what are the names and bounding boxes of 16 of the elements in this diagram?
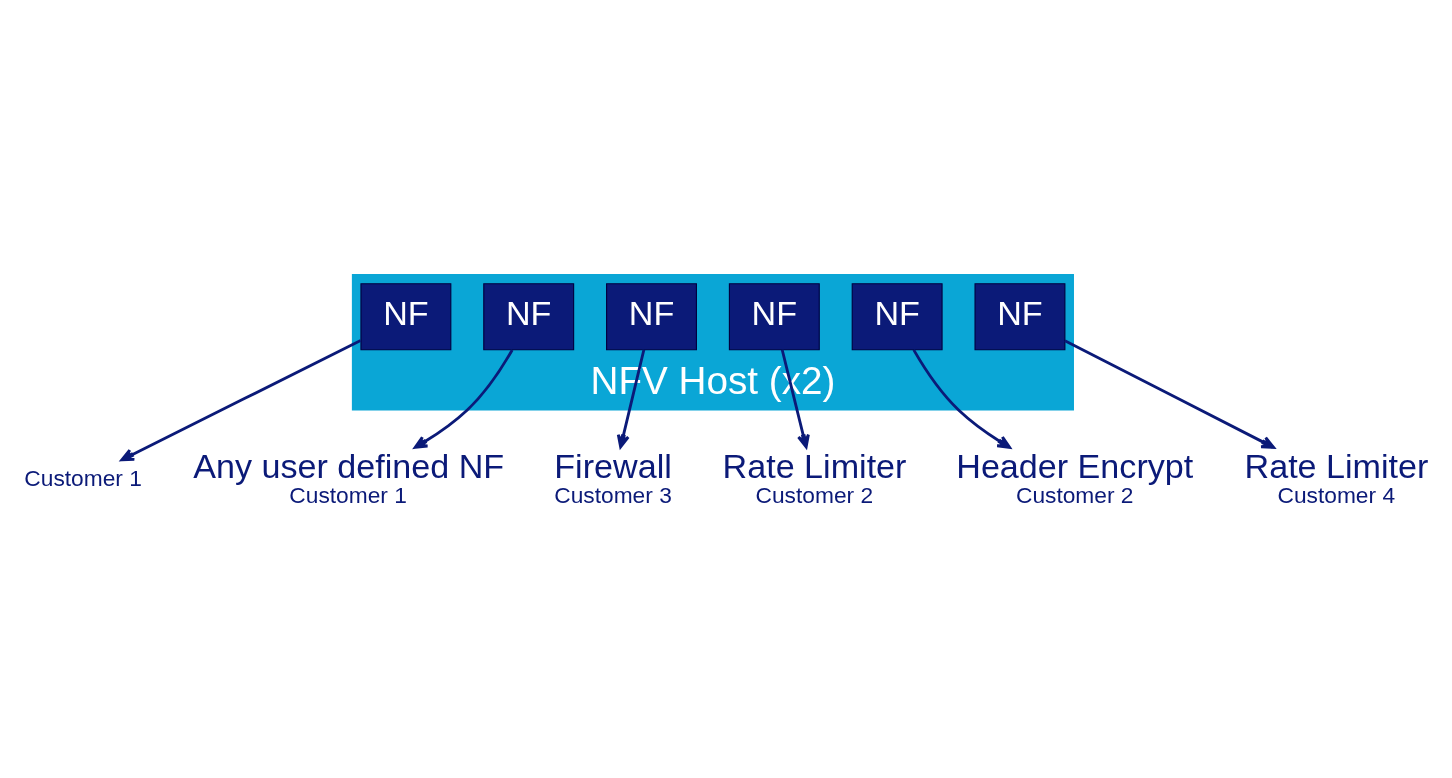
- node-text: Customer 1: [24, 464, 142, 491]
- node-box: NF: [483, 282, 575, 350]
- node-text: Header Encrypt Customer 2: [956, 446, 1194, 508]
- node-box: NF: [851, 282, 943, 350]
- node-text: Firewall Customer 3: [554, 446, 672, 508]
- node-text: Rate Limiter Customer 2: [722, 446, 907, 508]
- arrow: [912, 348, 1011, 449]
- node-box: NF: [974, 282, 1066, 350]
- node-box: NF: [360, 282, 452, 350]
- arrow: [413, 348, 514, 449]
- node-box: NF: [606, 282, 697, 350]
- arrow: [1064, 339, 1275, 449]
- node-text: Any user defined NF Customer 1: [193, 446, 505, 508]
- node-text: Rate Limiter Customer 4: [1244, 446, 1429, 508]
- node-box: NF: [728, 282, 820, 350]
- arrow: [120, 338, 362, 461]
